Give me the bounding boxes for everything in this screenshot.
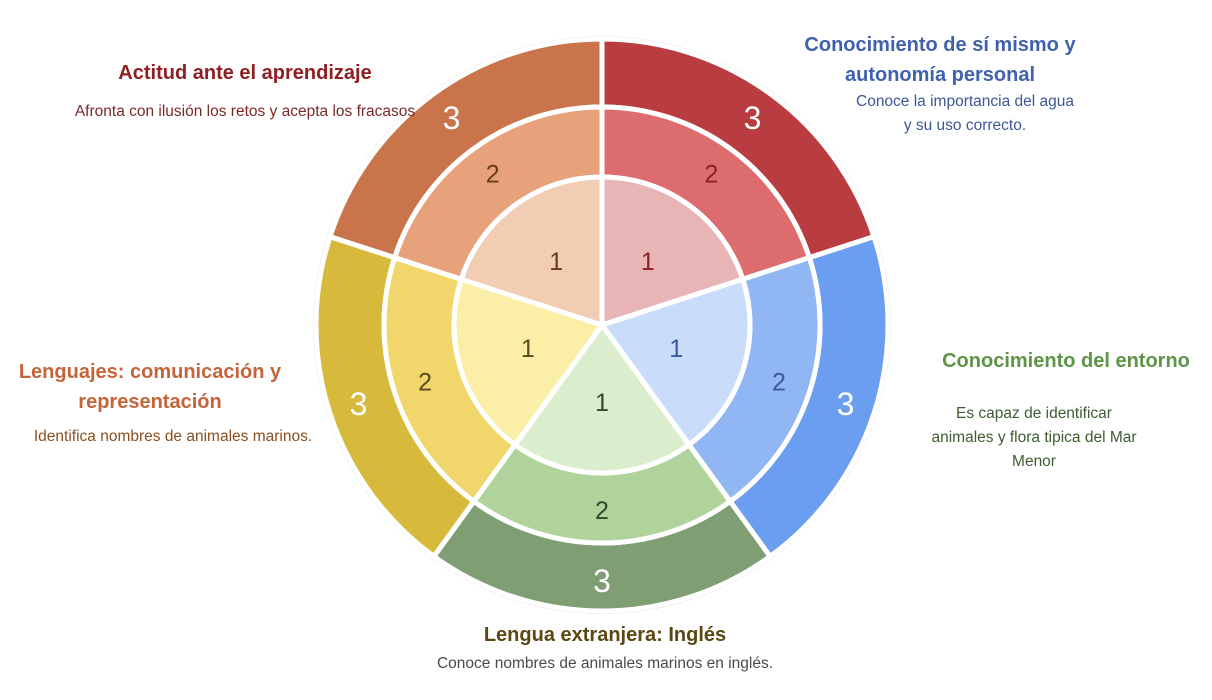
caption-lenguajes-description: Identifica nombres de animales marinos. — [33, 428, 313, 445]
ingles-level-3-label: 3 — [350, 386, 368, 422]
lenguajes-level-1-segment — [458, 174, 605, 328]
lenguajes-level-3-label: 3 — [443, 100, 461, 136]
caption-entorno-description: Es capaz de identificar animales y flora… — [931, 405, 1137, 470]
caption-lenguajes-title: Lenguajes: comunicación y representación — [18, 361, 282, 413]
caption-entorno: Conocimiento del entorno Es capaz de ide… — [920, 346, 1212, 474]
caption-ingles-description: Conoce nombres de animales marinos en in… — [436, 655, 773, 672]
entorno-level-1-label: 1 — [595, 389, 609, 417]
caption-actitud: Actitud ante el aprendizaje Afronta con … — [70, 58, 420, 124]
caption-actitud-title: Actitud ante el aprendizaje — [118, 62, 372, 84]
conocimiento-si-mismo-level-1-label: 1 — [669, 335, 683, 363]
caption-conocimiento-si-mismo-description: Conoce la importancia del agua y su uso … — [856, 93, 1074, 134]
lenguajes-level-1-label: 1 — [549, 248, 563, 276]
actitud-level-1-label: 1 — [641, 248, 655, 276]
entorno-level-2-label: 2 — [595, 497, 609, 525]
caption-ingles: Lengua extranjera: Inglés Conoce nombres… — [330, 620, 880, 676]
caption-conocimiento-si-mismo: Conocimiento de sí mismo y autonomía per… — [770, 30, 1110, 138]
ingles-level-2-label: 2 — [418, 368, 432, 396]
ingles-level-1-segment — [451, 276, 605, 448]
caption-entorno-title: Conocimiento del entorno — [942, 350, 1190, 372]
actitud-level-3-label: 3 — [744, 100, 762, 136]
caption-lenguajes: Lenguajes: comunicación y representación… — [0, 357, 312, 449]
actitud-level-2-label: 2 — [704, 161, 718, 189]
ingles-level-1-label: 1 — [521, 335, 535, 363]
lenguajes-level-2-label: 2 — [486, 161, 500, 189]
conocimiento-si-mismo-level-1-segment — [599, 276, 753, 448]
actitud-level-1-segment — [599, 174, 746, 328]
entorno-level-3-label: 3 — [593, 563, 611, 599]
caption-conocimiento-si-mismo-title: Conocimiento de sí mismo y autonomía per… — [804, 34, 1076, 86]
conocimiento-si-mismo-level-3-label: 3 — [837, 386, 855, 422]
caption-actitud-description: Afronta con ilusión los retos y acepta l… — [74, 103, 416, 120]
conocimiento-si-mismo-level-2-label: 2 — [772, 368, 786, 396]
caption-ingles-title: Lengua extranjera: Inglés — [483, 624, 727, 646]
entorno-level-1-segment — [512, 322, 692, 476]
